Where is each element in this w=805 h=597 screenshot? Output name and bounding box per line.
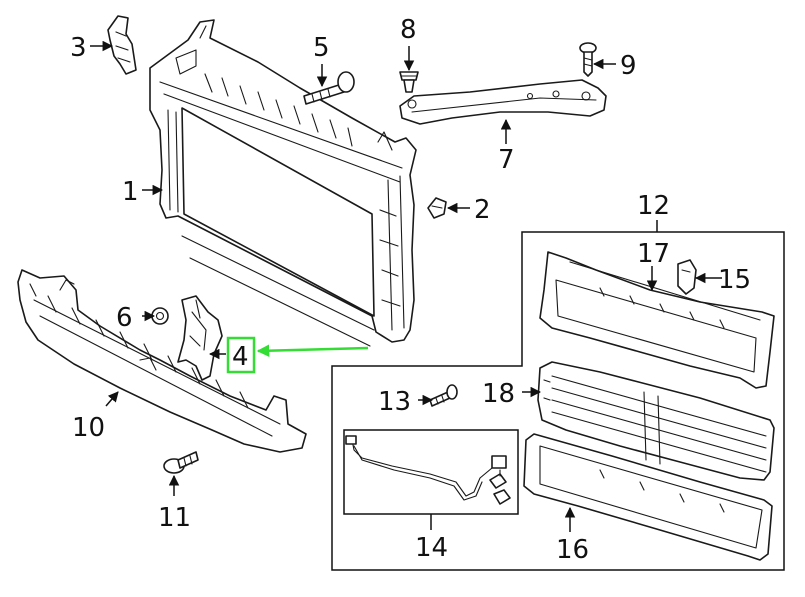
- grille-shutter[interactable]: [537, 361, 775, 481]
- lower-air-guide[interactable]: [523, 433, 773, 561]
- part-4-highlight-arrow: [256, 344, 369, 357]
- wiring-harness[interactable]: [345, 435, 511, 505]
- callout-12[interactable]: 12: [637, 191, 670, 221]
- callout-15[interactable]: 15: [718, 265, 751, 295]
- clip-8[interactable]: [399, 71, 419, 93]
- callout-1[interactable]: 1: [122, 177, 139, 207]
- callout-7[interactable]: 7: [498, 145, 515, 175]
- callout-2[interactable]: 2: [474, 195, 491, 225]
- callout-17[interactable]: 17: [637, 239, 670, 269]
- callout-5[interactable]: 5: [313, 33, 330, 63]
- bracket-4[interactable]: [177, 295, 223, 381]
- callout-numbers: 1 2 3 4 5 6 7 8 9 10 11 12 13 14 15 16 1…: [70, 15, 751, 565]
- callout-13[interactable]: 13: [378, 387, 411, 417]
- callout-8[interactable]: 8: [400, 15, 417, 45]
- group-14-box: [343, 429, 519, 515]
- group-12-box: [331, 231, 785, 571]
- clip-15[interactable]: [677, 259, 697, 295]
- screw-9[interactable]: [579, 42, 597, 77]
- lower-deflector[interactable]: [17, 269, 307, 453]
- callout-6[interactable]: 6: [116, 303, 133, 333]
- upper-bracket[interactable]: [107, 15, 137, 75]
- callout-11[interactable]: 11: [158, 503, 191, 533]
- callout-18[interactable]: 18: [482, 379, 515, 409]
- bolt-11[interactable]: [163, 451, 199, 474]
- part-4-highlight: [226, 336, 369, 374]
- upper-tie-bar[interactable]: [399, 79, 607, 125]
- callout-16[interactable]: 16: [556, 535, 589, 565]
- screw-13[interactable]: [429, 384, 458, 407]
- clip-2[interactable]: [427, 197, 447, 219]
- bolt-5[interactable]: [303, 71, 355, 105]
- upper-air-guide[interactable]: [539, 251, 775, 389]
- callout-10[interactable]: 10: [72, 413, 105, 443]
- part-4-highlight-box: [226, 336, 256, 374]
- nut-6[interactable]: [151, 307, 169, 325]
- callout-14[interactable]: 14: [415, 533, 448, 563]
- callout-9[interactable]: 9: [620, 51, 637, 81]
- callout-3[interactable]: 3: [70, 33, 87, 63]
- leader-lines: [90, 40, 722, 532]
- radiator-support-frame[interactable]: [149, 19, 417, 347]
- callout-4[interactable]: 4: [232, 342, 249, 372]
